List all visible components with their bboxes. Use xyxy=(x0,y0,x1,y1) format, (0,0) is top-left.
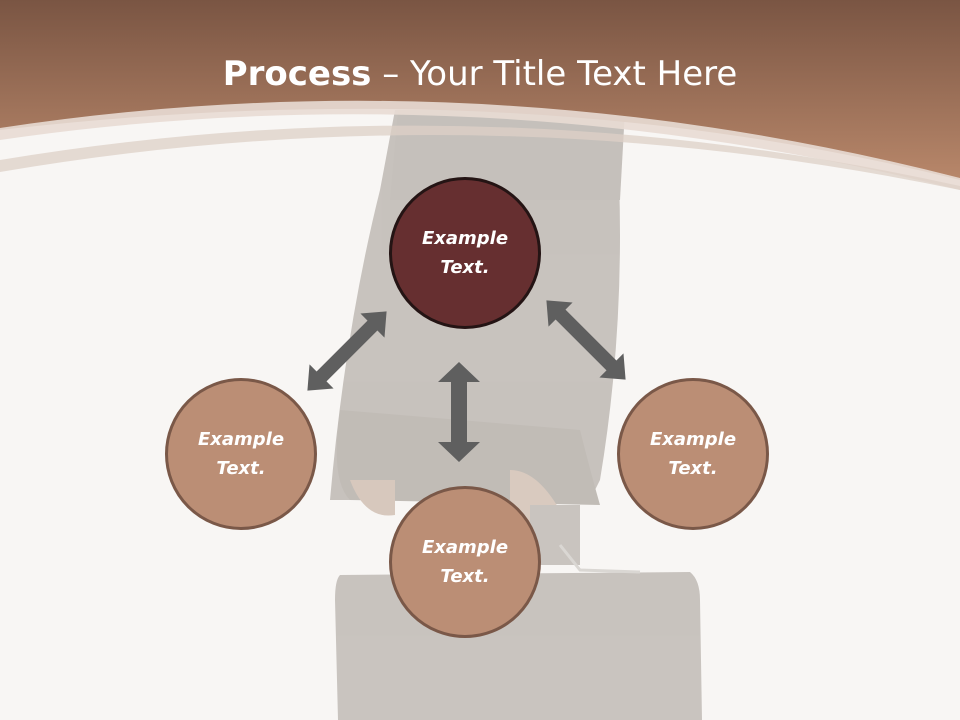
process-node-bottom: Example Text. xyxy=(389,486,541,638)
node-label-line1: Example xyxy=(421,228,509,249)
header-swoosh xyxy=(0,100,960,190)
node-label-line2: Text. xyxy=(216,458,266,479)
process-node-center: Example Text. xyxy=(389,177,541,329)
double-arrow-left-icon xyxy=(307,311,387,391)
node-label-line1: Example xyxy=(421,537,509,558)
slide-title: Process – Your Title Text Here xyxy=(0,50,960,98)
node-label-line1: Example xyxy=(197,429,285,450)
process-node-left: Example Text. xyxy=(165,378,317,530)
node-label-line1: Example xyxy=(649,429,737,450)
node-label-line2: Text. xyxy=(440,257,490,278)
node-label: Example Text. xyxy=(405,533,525,591)
node-label-line2: Text. xyxy=(668,458,718,479)
title-rest: – Your Title Text Here xyxy=(371,54,738,94)
process-node-right: Example Text. xyxy=(617,378,769,530)
double-arrow-vertical-icon xyxy=(438,362,480,462)
node-label: Example Text. xyxy=(405,224,525,282)
header-band xyxy=(0,0,960,180)
node-label: Example Text. xyxy=(181,425,301,483)
node-label: Example Text. xyxy=(633,425,753,483)
title-bold: Process xyxy=(222,54,372,94)
header-swoosh-lower xyxy=(0,125,960,190)
node-label-line2: Text. xyxy=(440,566,490,587)
double-arrow-right-icon xyxy=(546,300,626,380)
